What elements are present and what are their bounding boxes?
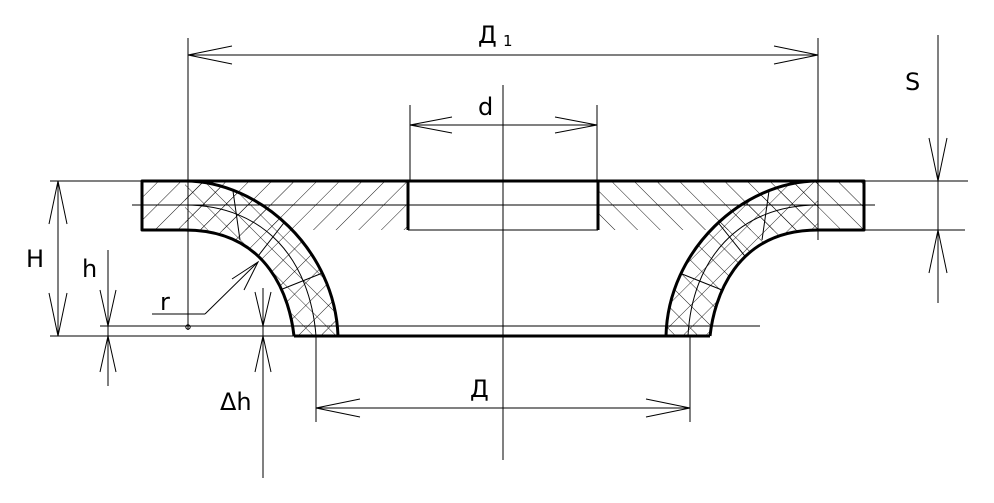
dimension-labels: Д 1 d S H h r Δh Д bbox=[26, 21, 920, 416]
dimensions bbox=[48, 35, 948, 478]
dimension-D bbox=[315, 398, 691, 418]
label-delta-h: Δh bbox=[220, 388, 252, 416]
dimension-delta-h bbox=[254, 288, 272, 478]
dimension-d bbox=[409, 116, 598, 134]
construction-lines bbox=[50, 38, 968, 460]
dimension-h bbox=[99, 250, 117, 386]
dimension-D1 bbox=[187, 45, 819, 65]
label-d: d bbox=[478, 93, 493, 121]
dimension-H bbox=[48, 180, 68, 337]
label-D: Д bbox=[470, 375, 489, 403]
dimension-r bbox=[152, 260, 260, 330]
label-S: S bbox=[905, 68, 920, 96]
label-D1: Д bbox=[478, 21, 497, 49]
label-r: r bbox=[160, 288, 170, 316]
part-outline bbox=[140, 179, 866, 338]
label-h: h bbox=[82, 255, 97, 283]
label-H: H bbox=[26, 245, 44, 273]
label-D1-subscript: 1 bbox=[503, 32, 513, 50]
dimension-S bbox=[928, 35, 948, 303]
